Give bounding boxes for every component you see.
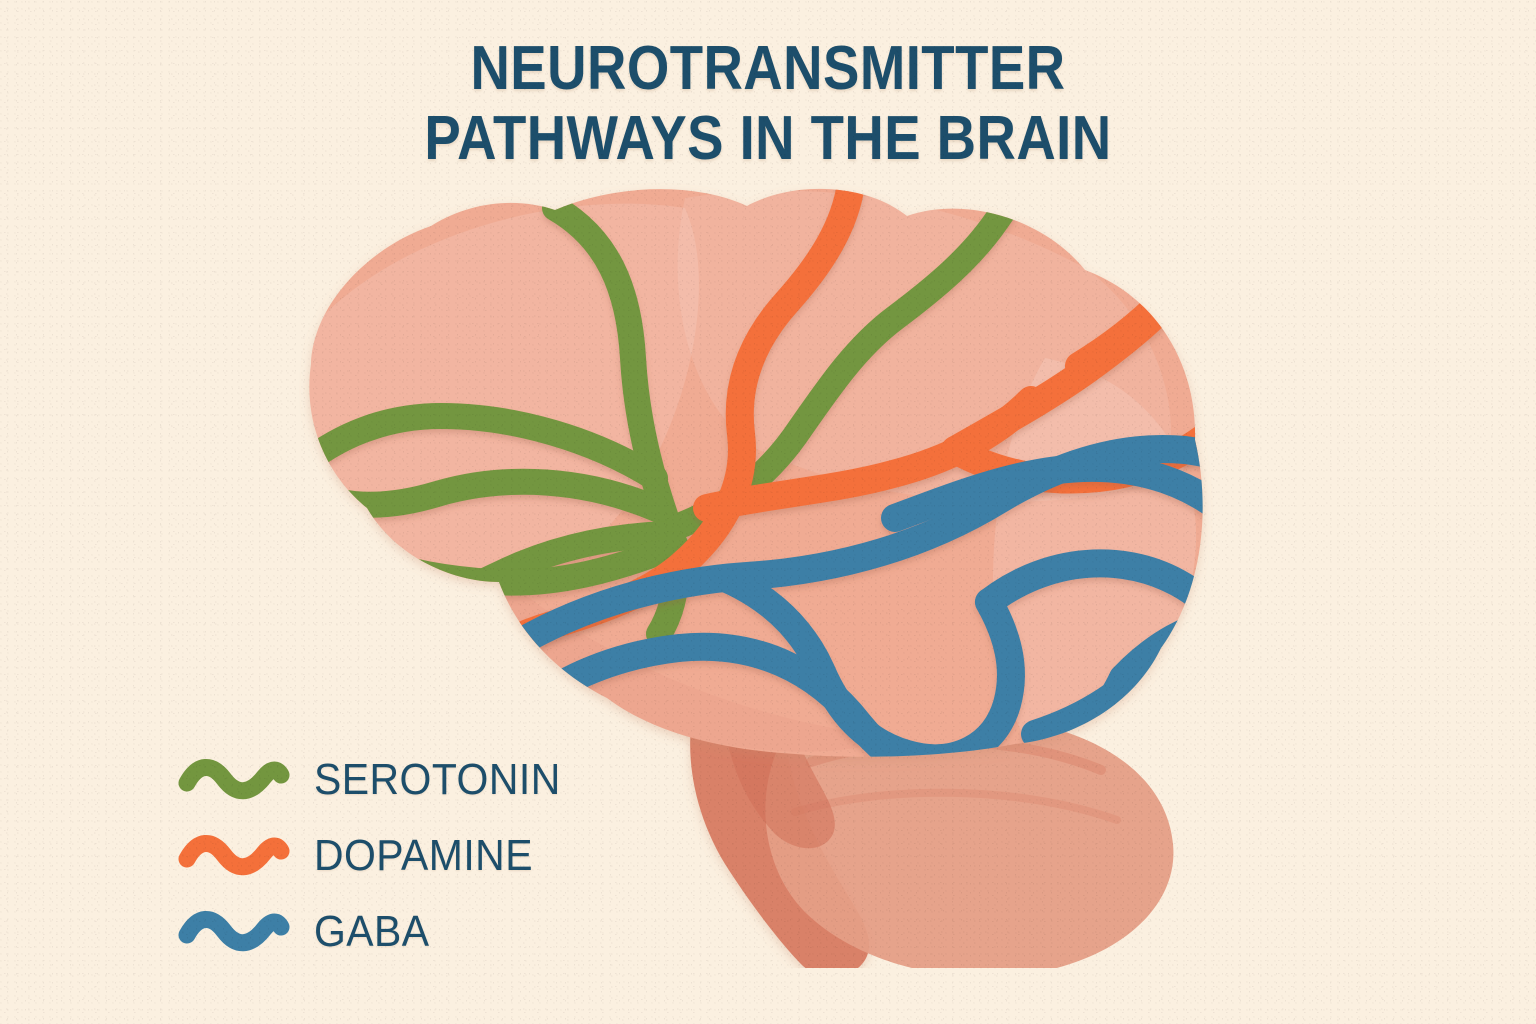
brain-illustration bbox=[255, 178, 1235, 968]
page-title: NEUROTRANSMITTER PATHWAYS IN THE BRAIN bbox=[0, 34, 1536, 174]
dopamine-swatch-icon bbox=[178, 833, 290, 879]
legend-item-dopamine[interactable]: DOPAMINE bbox=[178, 818, 648, 894]
legend-label-dopamine: DOPAMINE bbox=[314, 831, 533, 880]
title-line-1: NEUROTRANSMITTER bbox=[470, 34, 1066, 103]
brainstem-shadow bbox=[725, 726, 835, 849]
legend-label-serotonin: SEROTONIN bbox=[314, 755, 561, 804]
title-line-2: PATHWAYS IN THE BRAIN bbox=[424, 104, 1112, 173]
legend: SEROTONIN DOPAMINE GABA bbox=[178, 742, 648, 970]
legend-item-gaba[interactable]: GABA bbox=[178, 894, 648, 970]
legend-item-serotonin[interactable]: SEROTONIN bbox=[178, 742, 648, 818]
legend-label-gaba: GABA bbox=[314, 907, 430, 956]
serotonin-swatch-icon bbox=[178, 757, 290, 803]
gaba-swatch-icon bbox=[178, 909, 290, 955]
